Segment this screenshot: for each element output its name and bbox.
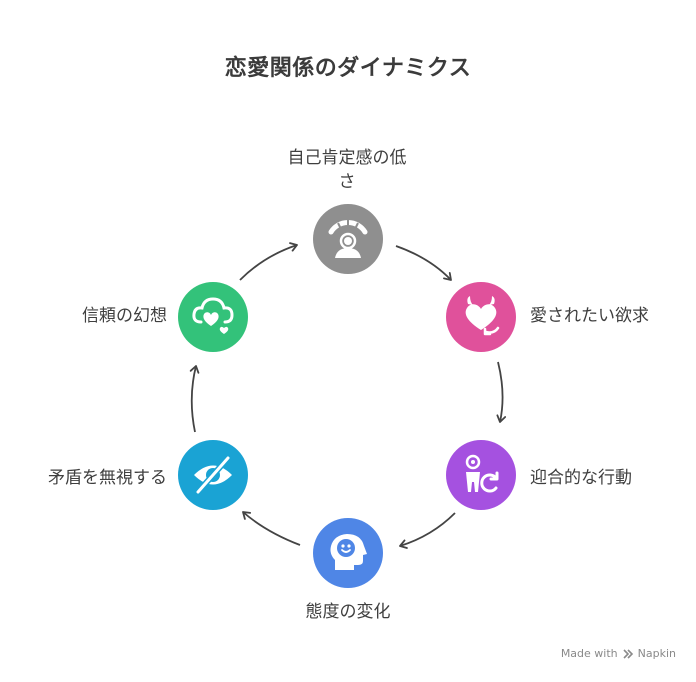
arrow-right-to-bottom-right	[496, 361, 507, 423]
arrow-bottom-left-to-left	[189, 365, 200, 433]
made-with-text: Made with	[560, 647, 618, 660]
label-illusion-of-trust: 信頼の幻想	[82, 306, 167, 326]
person-with-rays-icon	[328, 220, 368, 258]
person-refresh-icon	[465, 454, 499, 493]
devil-heart-icon	[465, 296, 500, 336]
eye-slash-icon	[194, 455, 232, 495]
napkin-brand-text: Napkin	[637, 647, 676, 660]
label-desire-to-be-loved: 愛されたい欲求	[530, 306, 649, 326]
arrow-bottom-to-bottom-left	[242, 511, 301, 546]
napkin-logo-icon	[623, 648, 633, 659]
label-attitude-change: 態度の変化	[305, 602, 391, 622]
arrow-bottom-right-to-bottom	[399, 512, 456, 549]
node-attitude-change	[313, 518, 383, 588]
arrow-top-to-right	[395, 245, 452, 281]
node-low-self-esteem	[313, 204, 383, 274]
label-low-self-esteem-line1: 自己肯定感の低	[287, 148, 407, 168]
node-ignore-contradictions	[178, 440, 248, 510]
made-with-napkin: Made with Napkin	[561, 647, 676, 660]
label-low-self-esteem: 自己肯定感の低 さ	[277, 146, 417, 194]
label-ignore-contradictions: 矛盾を無視する	[48, 468, 167, 488]
smiling-head-icon	[330, 534, 367, 570]
diagram-title: 恋愛関係のダイナミクス	[224, 56, 472, 81]
label-conformity: 迎合的な行動	[530, 468, 632, 488]
label-low-self-esteem-line2: さ	[338, 172, 356, 192]
node-illusion-of-trust	[178, 282, 248, 352]
arrow-left-to-top	[239, 242, 298, 281]
node-conformity	[446, 440, 516, 510]
cloud-hearts-icon	[192, 297, 234, 334]
node-desire-to-be-loved	[446, 282, 516, 352]
